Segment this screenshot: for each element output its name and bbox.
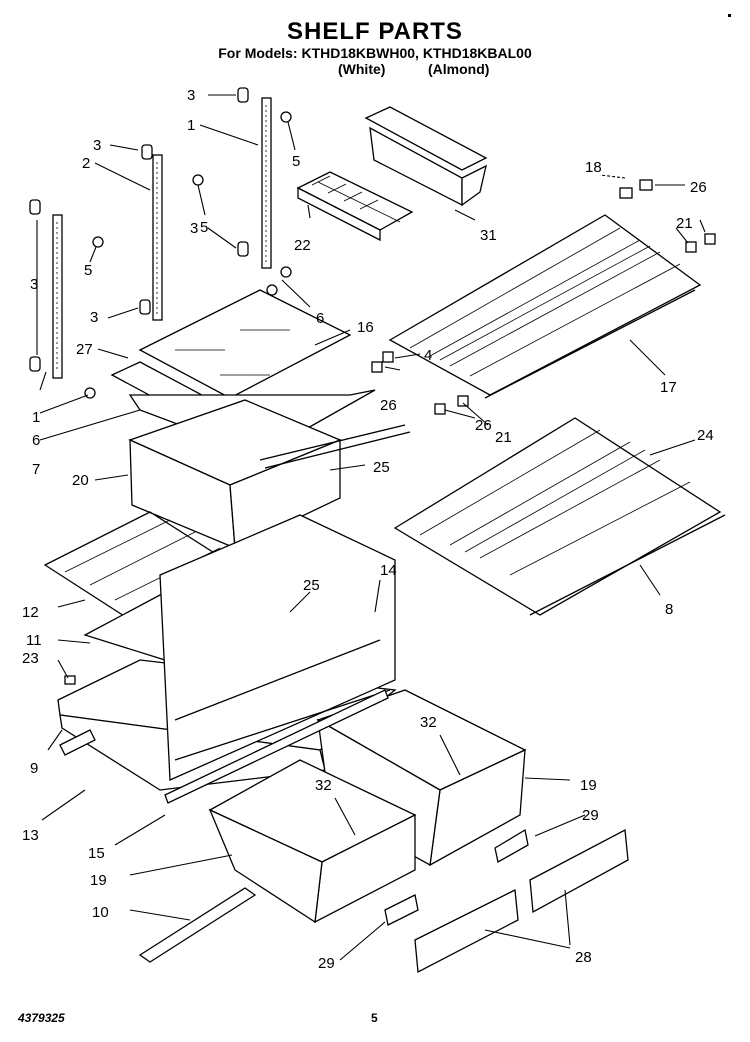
model-numbers: For Models: KTHD18KBWH00, KTHD18KBAL00 [218, 45, 532, 61]
drawer-fronts [384, 828, 629, 974]
variant-white: (White) [338, 61, 386, 77]
wire-shelf-upper [388, 214, 702, 399]
callout: 2 [82, 155, 90, 172]
shelf-ladder-left [29, 199, 104, 399]
callout: 5 [200, 219, 208, 236]
callout: 23 [22, 650, 39, 667]
callout: 25 [373, 459, 390, 476]
ice-cube-tray [296, 171, 414, 242]
callout: 8 [665, 601, 673, 618]
callout: 27 [76, 341, 93, 358]
callout: 32 [315, 777, 332, 794]
drawer-left [208, 759, 417, 924]
callout: 12 [22, 604, 39, 621]
callout: 32 [420, 714, 437, 731]
callout: 18 [585, 159, 602, 176]
callout: 6 [32, 432, 40, 449]
callout: 19 [580, 777, 597, 794]
callout: 19 [90, 872, 107, 889]
page-title: SHELF PARTS [287, 18, 463, 45]
callout: 1 [32, 409, 40, 426]
callout: 26 [690, 179, 707, 196]
callout: 10 [92, 904, 109, 921]
callout: 3 [190, 220, 198, 237]
callout: 3 [187, 87, 195, 104]
callout: 9 [30, 760, 38, 777]
callout: 11 [26, 632, 42, 649]
callout: 21 [676, 215, 693, 232]
callout: 20 [72, 472, 89, 489]
corner-mark [728, 14, 731, 17]
callout: 3 [90, 309, 98, 326]
shelf-clips [371, 179, 716, 415]
page-number: 5 [371, 1011, 378, 1025]
callout: 21 [495, 429, 512, 446]
part-number-code: 4379325 [18, 1011, 65, 1025]
variant-almond: (Almond) [428, 61, 490, 77]
callout: 15 [88, 845, 105, 862]
callout: 16 [357, 319, 374, 336]
callout: 3 [30, 276, 38, 293]
callout: 1 [187, 117, 195, 134]
leader-lines [36, 94, 706, 961]
callout: 28 [575, 949, 592, 966]
callout: 13 [22, 827, 39, 844]
callout: 22 [294, 237, 311, 254]
callout: 24 [697, 427, 714, 444]
drawer-rails [59, 689, 389, 963]
callout: 26 [475, 417, 492, 434]
callout: 17 [660, 379, 677, 396]
callout: 29 [318, 955, 335, 972]
callout: 4 [424, 347, 432, 364]
crisper-pan [128, 399, 411, 550]
callout: 5 [292, 153, 300, 170]
callout: 29 [582, 807, 599, 824]
callout: 26 [380, 397, 397, 414]
shelf-ladder-right [237, 87, 292, 296]
callout: 7 [32, 461, 40, 478]
wire-shelf-lower [393, 417, 726, 616]
callout: 6 [316, 310, 324, 327]
callout-labels: 3 1 5 3 2 5 3 22 31 3 5 3 6 16 27 1 6 7 … [22, 87, 714, 972]
callout: 31 [480, 227, 497, 244]
callout: 14 [380, 562, 397, 579]
callout: 3 [93, 137, 101, 154]
storage-bin [364, 106, 488, 207]
callout: 5 [84, 262, 92, 279]
shelf-ladder-middle [139, 144, 204, 321]
callout: 25 [303, 577, 320, 594]
